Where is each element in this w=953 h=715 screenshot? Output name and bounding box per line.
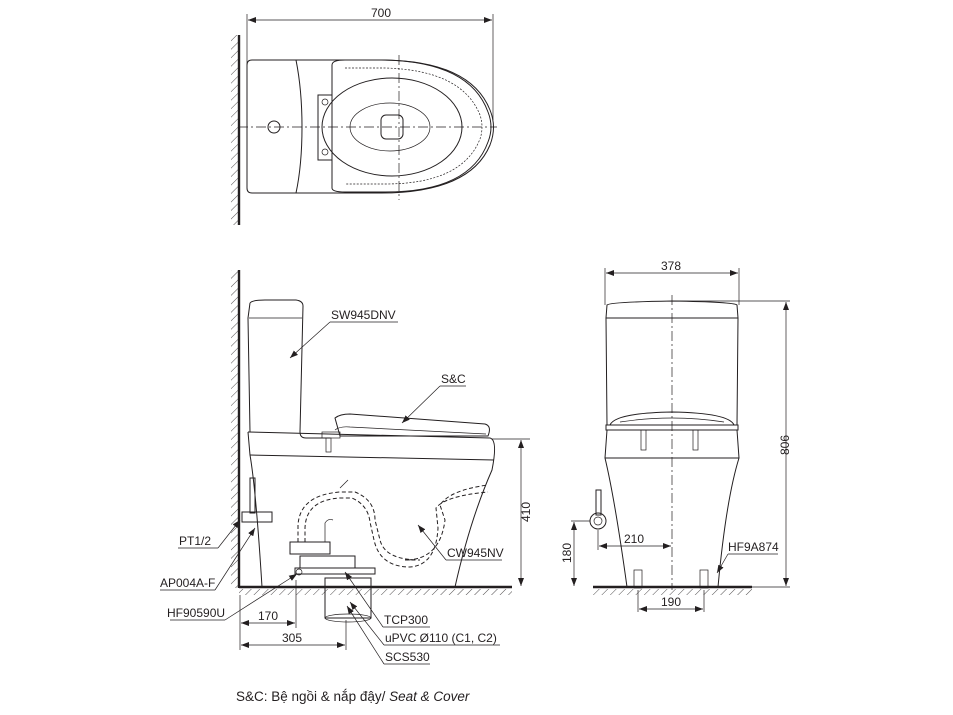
label-seal-scs530: SCS530 (385, 650, 430, 664)
front-view: 378 806 180 2 (560, 259, 792, 612)
dim-height-806: 806 (778, 435, 792, 455)
label-valve-pt12: PT1/2 (179, 534, 211, 548)
caption-italic: Seat & Cover (389, 689, 470, 704)
side-view: 410 170 305 SW945DNV S&C CW945NV PT1/2 A… (160, 270, 533, 665)
caption-prefix: S&C: Bệ ngồi & nắp đậy/ (236, 689, 390, 704)
label-bowl-cw945nv: CW945NV (447, 546, 504, 560)
dim-width-378: 378 (661, 259, 681, 273)
label-seat-sc: S&C (441, 372, 466, 386)
dim-offset-170: 170 (258, 609, 278, 623)
label-tank-sw945dnv: SW945DNV (331, 308, 396, 322)
label-adapter-tcp300: TCP300 (384, 613, 428, 627)
dim-offset-305: 305 (282, 631, 302, 645)
dim-valve-offset-210: 210 (624, 532, 644, 546)
dim-valve-height-180: 180 (560, 543, 574, 563)
top-view: 700 (231, 6, 497, 225)
dim-bowl-height-410: 410 (519, 502, 533, 522)
caption: S&C: Bệ ngồi & nắp đậy/ Seat & Cover (236, 689, 469, 704)
label-hose-ap004a-f: AP004A-F (160, 576, 215, 590)
dim-width-700: 700 (371, 6, 391, 20)
dim-bolt-spacing-190: 190 (661, 595, 681, 609)
label-pipe-upvc: uPVC Ø110 (C1, C2) (385, 631, 497, 645)
label-bolt-hf9a874: HF9A874 (728, 540, 779, 554)
label-bolt-hf90590u: HF90590U (167, 606, 225, 620)
